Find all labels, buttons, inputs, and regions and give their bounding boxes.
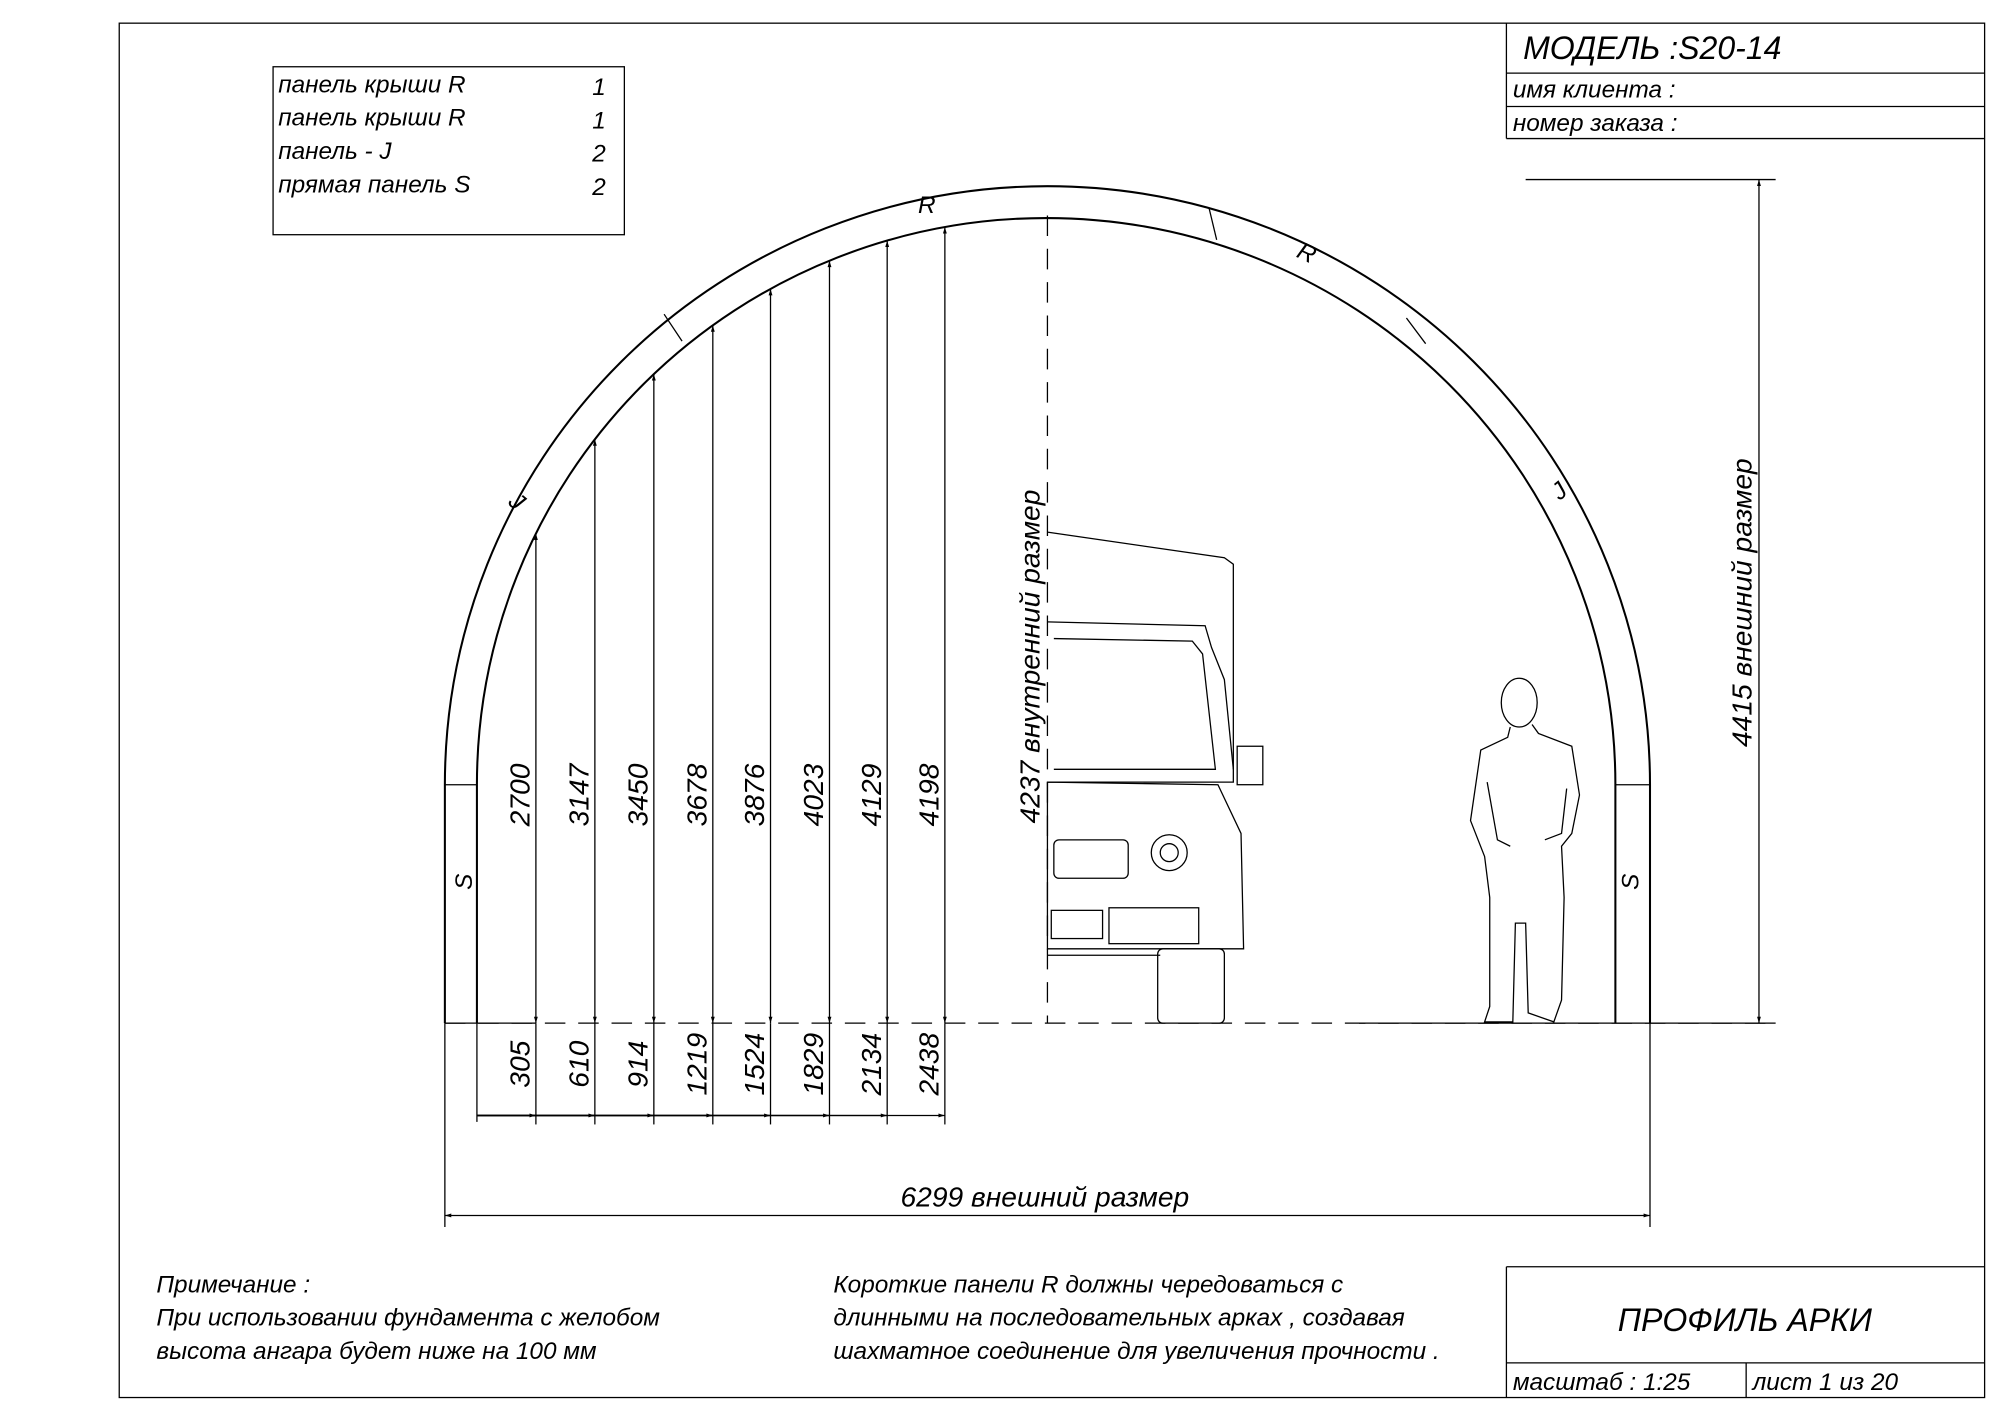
truck-illustration — [1046, 531, 1264, 1024]
height-label: 2700 — [503, 763, 535, 827]
notes-left: Примечание : При использовании фундамент… — [156, 1271, 660, 1365]
panel-label-r: R — [918, 192, 936, 219]
offset-label: 610 — [562, 1040, 594, 1087]
panel-joint — [1208, 207, 1218, 240]
offset-label: 2134 — [855, 1033, 887, 1097]
note-line: высота ангара будет ниже на 100 мм — [156, 1338, 597, 1365]
outer-width-label: 6299 внешний размер — [901, 1181, 1190, 1213]
part-name: панель крыши R — [278, 105, 465, 132]
panel-label-s: S — [451, 874, 478, 890]
height-label: 3450 — [621, 763, 653, 826]
drawing-title: ПРОФИЛЬ АРКИ — [1618, 1302, 1872, 1338]
height-label: 3876 — [738, 763, 770, 826]
part-name: панель - J — [278, 138, 392, 165]
offset-label: 2438 — [912, 1033, 944, 1097]
part-qty: 1 — [592, 74, 606, 101]
client-name-label: имя клиента : — [1513, 77, 1676, 104]
panel-label-s: S — [1617, 874, 1644, 890]
part-qty: 1 — [592, 107, 606, 134]
notes-right: Короткие панели R должны чередоваться с … — [833, 1271, 1439, 1365]
outer-height-label: 4415 внешний размер — [1725, 458, 1757, 747]
height-label: 4129 — [855, 763, 887, 826]
sheet-label: лист 1 из 20 — [1751, 1369, 1899, 1396]
panel-joint — [1405, 317, 1427, 345]
scale-label: масштаб : 1:25 — [1513, 1369, 1691, 1396]
part-qty: 2 — [591, 174, 606, 201]
height-label: 4198 — [912, 763, 944, 826]
offset-label: 1829 — [797, 1033, 829, 1096]
arch-outline: R R J J S S — [443, 185, 1652, 1024]
offset-label: 914 — [621, 1041, 653, 1088]
height-label: 4023 — [797, 763, 829, 826]
part-name: панель крыши R — [278, 71, 465, 98]
person-illustration — [1469, 677, 1581, 1023]
offset-label: 1524 — [738, 1033, 770, 1096]
model-box: МОДЕЛЬ :S20-14 имя клиента : номер заказ… — [1505, 23, 1985, 140]
sheet-border — [118, 22, 1986, 1399]
title-block: ПРОФИЛЬ АРКИ масштаб : 1:25 лист 1 из 20 — [1505, 1266, 1985, 1398]
height-label: 3678 — [680, 763, 712, 826]
order-number-label: номер заказа : — [1513, 110, 1678, 137]
panel-label-j: J — [1546, 477, 1574, 507]
note-line: длинными на последовательных арках , соз… — [833, 1305, 1404, 1332]
note-line: шахматное соединение для увеличения проч… — [833, 1338, 1439, 1365]
note-line: Примечание : — [156, 1271, 310, 1298]
note-line: При использовании фундамента с желобом — [156, 1305, 660, 1332]
part-name: прямая панель S — [278, 171, 470, 198]
part-qty: 2 — [591, 141, 606, 168]
panel-label-r: R — [1293, 237, 1320, 269]
panel-joint — [663, 313, 683, 342]
offset-dimensions: 305 610 914 1219 1524 1829 2134 2438 — [476, 1023, 946, 1125]
offset-label: 305 — [503, 1040, 535, 1087]
panel-label-j: J — [502, 487, 530, 517]
parts-table: панель крыши R 1 панель крыши R 1 панель… — [272, 66, 625, 236]
note-line: Короткие панели R должны чередоваться с — [833, 1271, 1343, 1298]
inner-height-label: 4237 внутренний размер — [1014, 490, 1046, 824]
offset-label: 1219 — [680, 1033, 712, 1096]
height-dimensions: 2700 3147 3450 3678 3876 4023 4129 4198 — [503, 227, 947, 1024]
height-label: 3147 — [562, 762, 594, 826]
model-label: МОДЕЛЬ :S20-14 — [1523, 30, 1781, 66]
